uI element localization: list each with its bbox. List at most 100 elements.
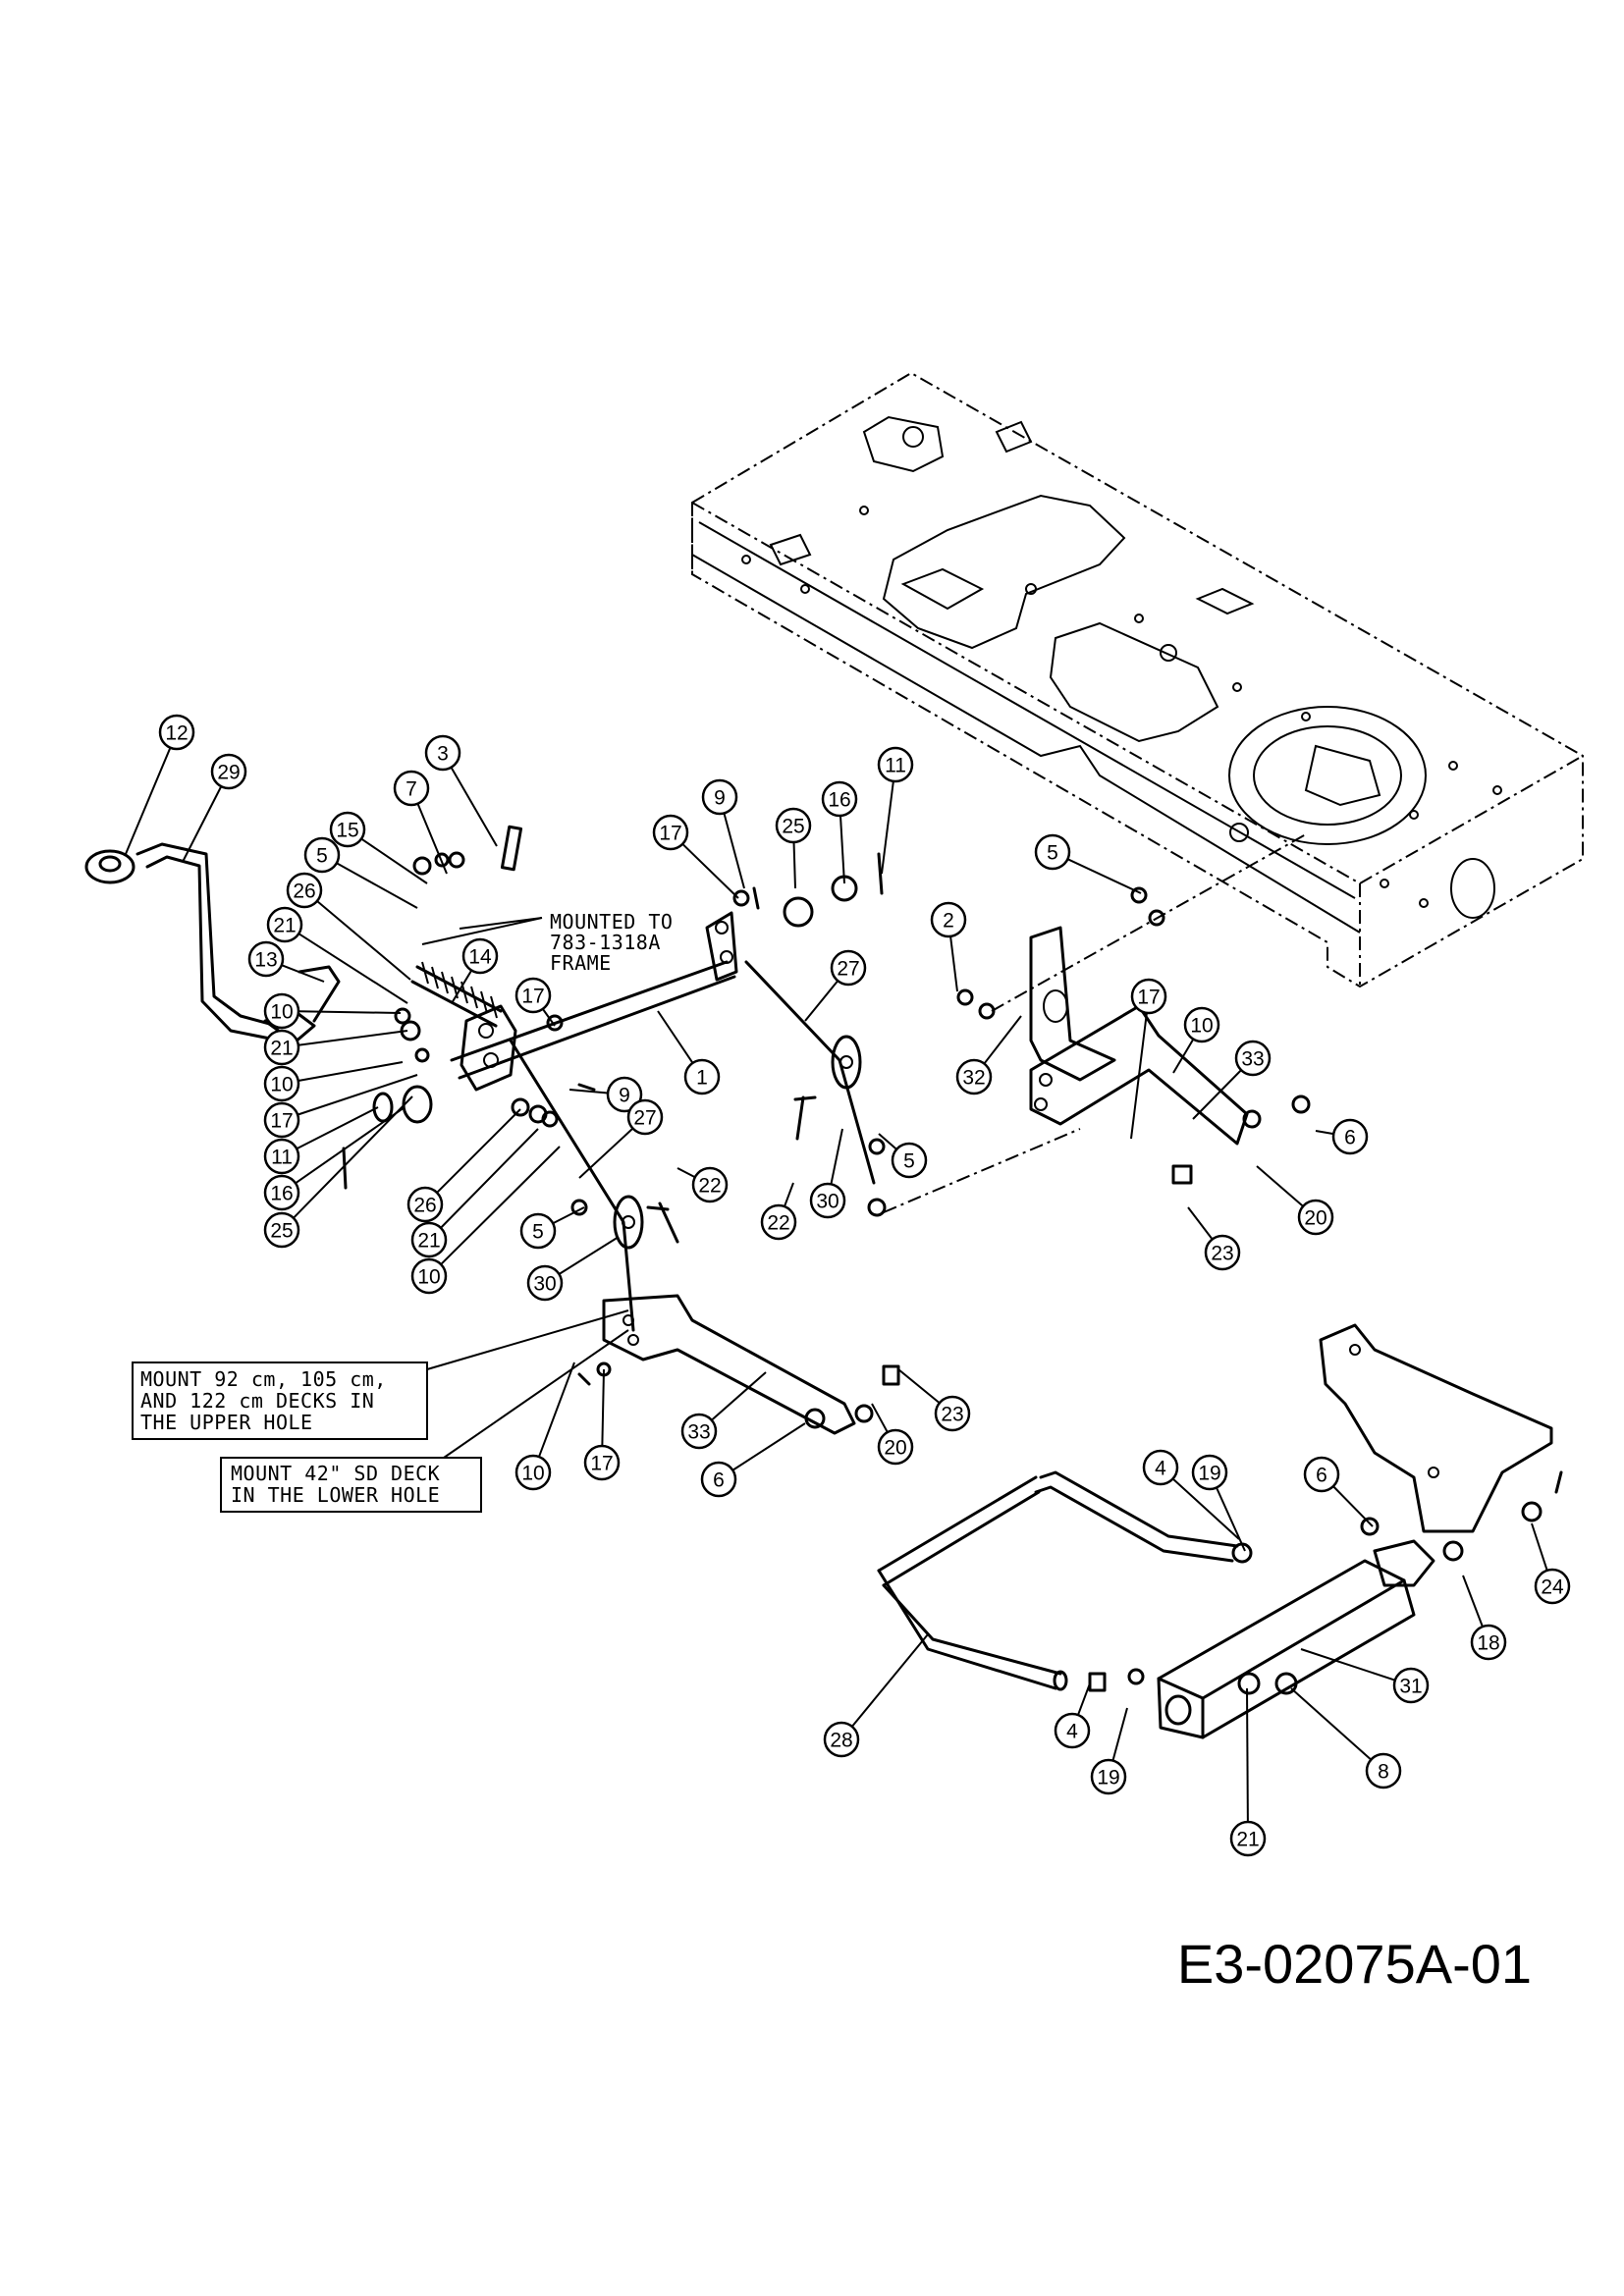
callout-leader-line (538, 1362, 575, 1458)
callout-leader-line (881, 780, 894, 875)
callout-9: 9 (701, 778, 745, 889)
lower-note-line-2: IN THE LOWER HOLE (231, 1483, 440, 1507)
callout-leader-line (182, 785, 223, 863)
callout-14: 14 (451, 937, 499, 1004)
callout-number: 33 (687, 1421, 710, 1444)
callout-number: 21 (1236, 1829, 1259, 1851)
callout-leader-line (1172, 1039, 1195, 1074)
callout-leader-line (1290, 1687, 1372, 1761)
callout-number: 11 (271, 1147, 293, 1169)
callout-number: 28 (830, 1730, 852, 1752)
callout-number: 15 (336, 820, 358, 842)
callout-number: 8 (1378, 1761, 1389, 1784)
callout-31: 31 (1300, 1648, 1430, 1704)
callout-balloon (809, 1182, 846, 1219)
callout-balloon (821, 780, 858, 818)
callout-number: 6 (1316, 1465, 1327, 1487)
callout-number: 17 (270, 1110, 293, 1133)
callout-leader-line (897, 1368, 941, 1405)
callout-number: 17 (1137, 987, 1160, 1009)
callout-21: 21 (263, 1029, 408, 1066)
callout-leader-line (125, 747, 172, 855)
callout-number: 21 (417, 1230, 440, 1253)
callout-balloon (303, 836, 341, 874)
callout-number: 26 (413, 1195, 436, 1217)
callout-leader-line (568, 1089, 609, 1095)
callout-number: 24 (1541, 1576, 1564, 1599)
callout-12: 12 (125, 714, 195, 855)
callout-number: 10 (521, 1463, 544, 1485)
callout-number: 19 (1198, 1463, 1220, 1485)
callout-leader-line (1332, 1485, 1374, 1527)
callout-balloon (1470, 1624, 1507, 1661)
callout-balloon (1303, 1456, 1340, 1493)
callout-balloon (934, 1395, 971, 1432)
callout-30: 30 (526, 1236, 620, 1302)
callout-number: 3 (437, 743, 449, 766)
upper-note-line-2: AND 122 cm DECKS IN (140, 1389, 374, 1413)
callout-balloon (263, 1174, 300, 1211)
callout-leader-line (1462, 1575, 1484, 1628)
callout-balloon (266, 906, 303, 943)
callout-23: 23 (897, 1368, 971, 1432)
callout-number: 9 (714, 787, 726, 810)
callout-17: 17 (1130, 978, 1167, 1140)
lift-arm-left (577, 1294, 900, 1435)
callout-number: 21 (273, 915, 296, 937)
callout-balloon (514, 1454, 552, 1491)
lower-hole-note: MOUNT 42" SD DECK IN THE LOWER HOLE (220, 1329, 629, 1513)
callout-number: 29 (217, 762, 240, 784)
callout-leader-line (1216, 1487, 1246, 1552)
callout-number: 27 (633, 1107, 656, 1130)
lift-shaft (450, 911, 738, 1080)
callout-21: 21 (410, 1128, 539, 1258)
callout-number: 10 (1190, 1015, 1213, 1038)
callout-6: 6 (700, 1422, 806, 1498)
callout-number: 5 (1047, 842, 1058, 865)
callout-number: 33 (1241, 1048, 1264, 1071)
callout-balloon (1142, 1449, 1179, 1486)
callout-balloon (877, 1428, 914, 1466)
callout-6: 6 (1315, 1118, 1369, 1155)
callout-number: 2 (943, 910, 954, 933)
callout-leader-line (297, 1074, 418, 1116)
callout-18: 18 (1462, 1575, 1507, 1661)
callout-leader-line (983, 1015, 1022, 1065)
callout-23: 23 (1187, 1206, 1241, 1271)
callout-balloon (1183, 1006, 1220, 1043)
callout-balloon (1365, 1752, 1402, 1789)
callout-11: 11 (877, 746, 914, 875)
callout-balloon (526, 1264, 564, 1302)
callout-leader-line (558, 1236, 620, 1275)
callout-32: 32 (955, 1015, 1022, 1095)
callout-balloon (461, 937, 499, 975)
callout-27: 27 (804, 949, 867, 1022)
callout-balloon (1229, 1820, 1267, 1857)
callout-balloon (406, 1186, 444, 1223)
callout-balloon (700, 1461, 737, 1498)
callout-11: 11 (263, 1106, 379, 1175)
deck-hanger-bracket (1319, 1323, 1563, 1562)
callout-leader-line (723, 813, 745, 889)
callout-26: 26 (286, 872, 411, 981)
front-hanger-bracket (1157, 1517, 1435, 1739)
callout-leader-line (451, 970, 473, 1004)
callout-balloon (210, 753, 247, 790)
callout-number: 22 (767, 1212, 789, 1235)
callout-20: 20 (1256, 1165, 1334, 1236)
callout-number: 14 (468, 946, 492, 969)
upper-note-line-1: MOUNT 92 cm, 105 cm, (140, 1367, 387, 1391)
callout-balloon (410, 1221, 448, 1258)
callout-leader-line (281, 964, 325, 983)
callout-leader-line (804, 980, 839, 1022)
callout-leader-line (1256, 1165, 1304, 1207)
callout-28: 28 (823, 1633, 929, 1758)
callout-balloon (701, 778, 738, 816)
callout-5: 5 (878, 1133, 928, 1179)
callout-16: 16 (821, 780, 858, 884)
callout-29: 29 (182, 753, 247, 863)
callout-10: 10 (410, 1146, 561, 1295)
callout-number: 4 (1155, 1458, 1166, 1480)
callout-leader-line (851, 1633, 929, 1728)
callout-22: 22 (677, 1166, 729, 1203)
